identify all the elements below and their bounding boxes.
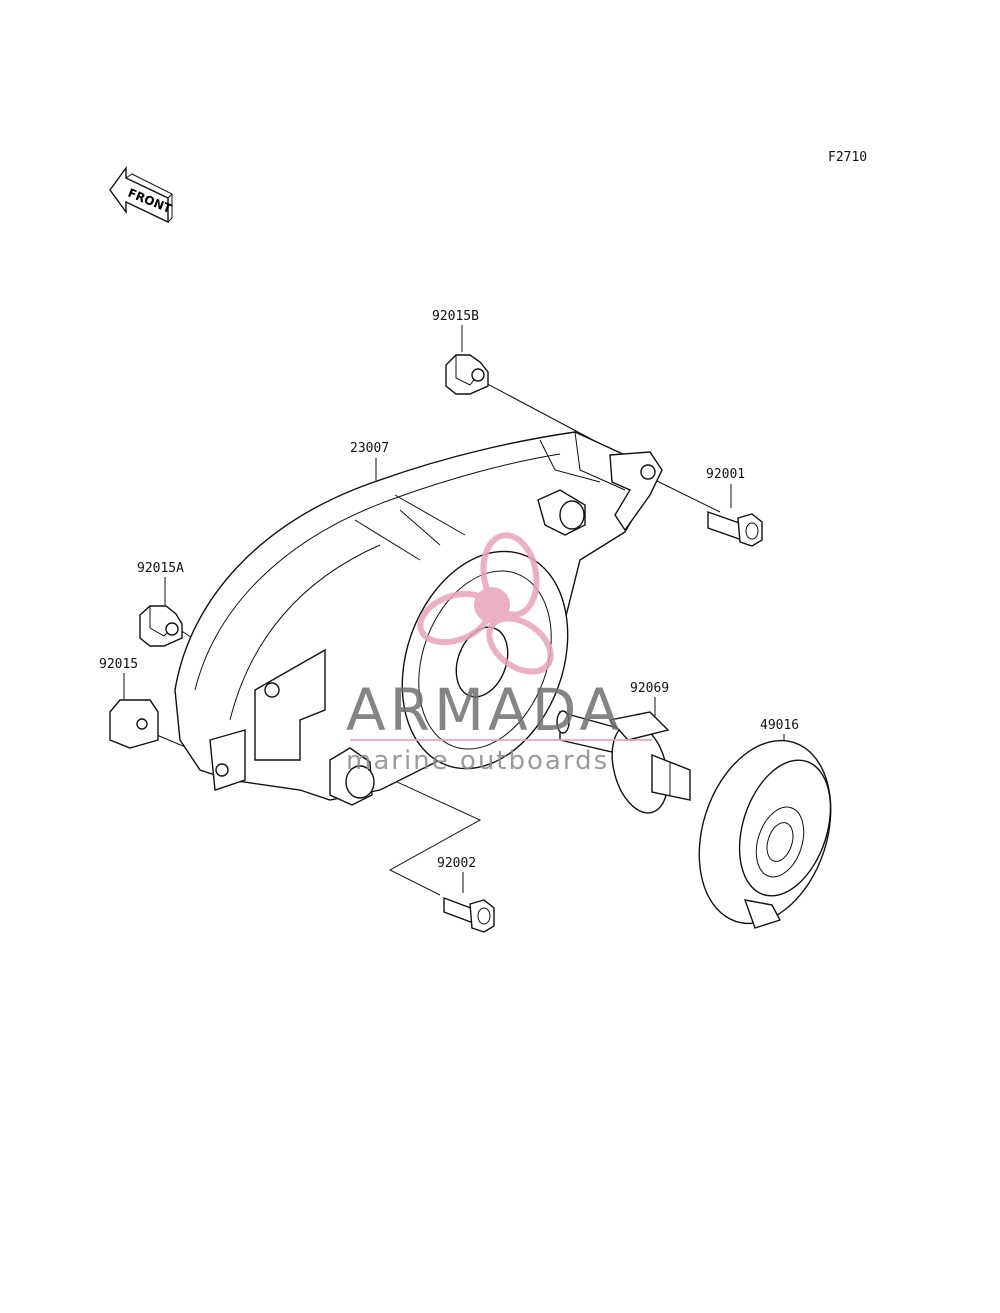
part-92002-bolt bbox=[443, 896, 495, 933]
part-label-92015B: 92015B bbox=[432, 309, 479, 324]
part-label-23007: 23007 bbox=[350, 441, 389, 456]
part-label-92001: 92001 bbox=[706, 467, 745, 482]
part-92001-bolt bbox=[707, 511, 763, 547]
part-label-49016: 49016 bbox=[760, 718, 799, 733]
part-label-92069: 92069 bbox=[630, 681, 669, 696]
part-label-92002: 92002 bbox=[437, 856, 476, 871]
part-92069-bulb-socket bbox=[556, 710, 691, 814]
watermark: ARMADA marine outboards bbox=[346, 532, 652, 776]
watermark-brand: ARMADA bbox=[346, 676, 623, 744]
part-label-92015A: 92015A bbox=[137, 561, 184, 576]
part-92015B-clip bbox=[445, 354, 489, 395]
part-92015A-clip bbox=[139, 605, 183, 647]
part-92015-clip bbox=[109, 699, 159, 749]
propeller-logo-icon bbox=[417, 532, 554, 675]
front-arrow-icon: FRONT bbox=[109, 165, 174, 224]
part-49016-cover bbox=[698, 739, 832, 929]
part-label-92015: 92015 bbox=[99, 657, 138, 672]
watermark-tagline: marine outboards bbox=[346, 746, 609, 776]
diagram-code: F2710 bbox=[828, 150, 867, 165]
